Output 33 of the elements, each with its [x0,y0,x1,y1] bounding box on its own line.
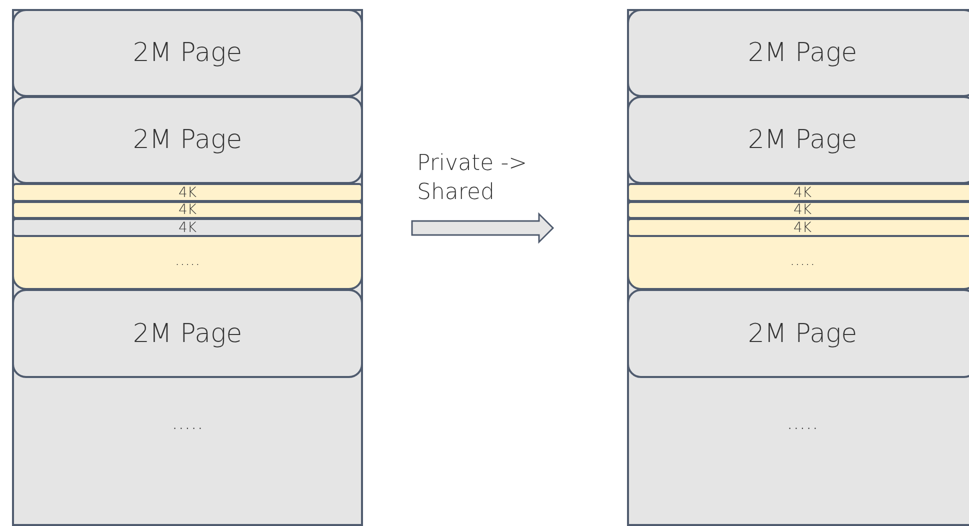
small-page-row [627,183,969,202]
ellipsis-text: ..... [174,252,200,268]
page-label: 2M Page [132,320,242,346]
page-box [627,96,969,184]
small-page-row [12,183,363,202]
page-label: 4K [793,220,812,234]
page-label: 4K [793,203,812,217]
small-page-row [12,201,363,219]
small-page-row [627,183,969,290]
page-label: 2M Page [132,40,242,66]
page-label: 2M Page [748,320,858,346]
small-page-row [12,218,363,237]
page-label: 4K [178,203,197,217]
page-box [627,9,969,97]
block-arrow [411,212,554,244]
page-label: 2M Page [748,40,858,66]
ellipsis-text: ..... [790,252,816,268]
ellipsis-text: ..... [786,412,818,432]
page-label: 4K [178,220,197,234]
ellipsis-text: ..... [172,412,204,432]
small-page-row [12,183,363,290]
page-box [12,96,363,184]
page-label: 4K [793,186,812,200]
small-page-row [627,201,969,219]
page-label: 2M Page [748,127,858,153]
page-box [12,9,363,97]
memory-column [627,9,969,526]
page-box [12,289,363,378]
small-page-row [627,218,969,237]
page-box [627,289,969,378]
page-label: 4K [178,186,197,200]
page-label: 2M Page [132,127,242,153]
memory-column [12,9,363,526]
